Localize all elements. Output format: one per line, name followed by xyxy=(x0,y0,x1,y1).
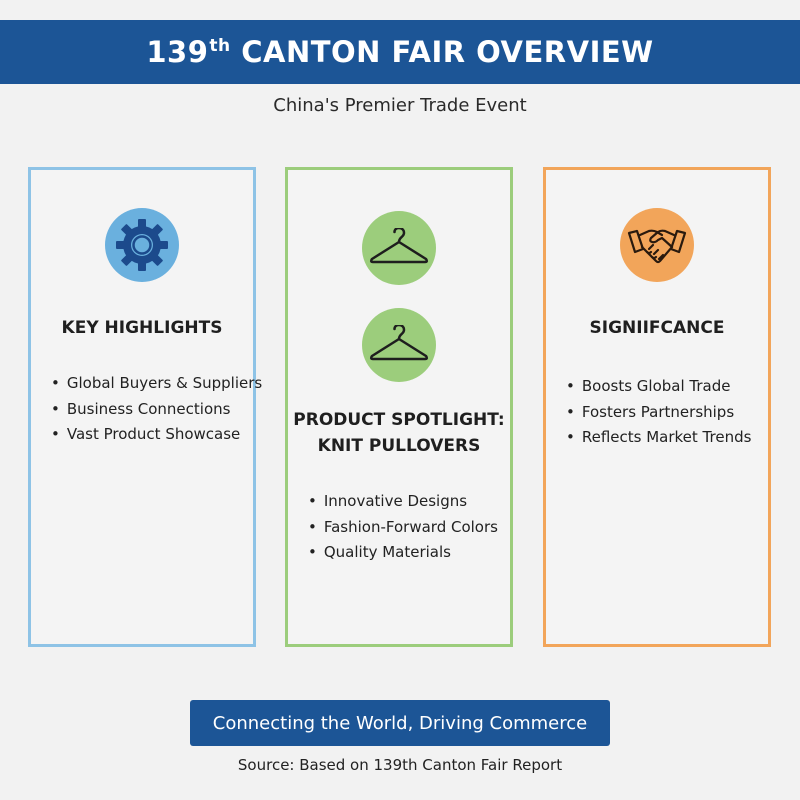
card-title: KEY HIGHLIGHTS xyxy=(61,318,223,338)
card-title: PRODUCT SPOTLIGHT: KNIT PULLOVERS xyxy=(293,410,505,456)
source-note: Source: Based on 139th Canton Fair Repor… xyxy=(237,756,563,774)
page-subtitle: China's Premier Trade Event xyxy=(273,95,527,116)
bullet-list: Boosts Global Trade Fosters Partnerships… xyxy=(566,374,752,451)
gear-icon xyxy=(105,208,179,282)
list-item: Business Connections xyxy=(51,397,262,423)
list-item: Fashion-Forward Colors xyxy=(308,515,498,541)
list-item: Quality Materials xyxy=(308,540,498,566)
product-spotlight-card: PRODUCT SPOTLIGHT: KNIT PULLOVERS Innova… xyxy=(285,167,513,647)
card-title: SIGNIIFCANCE xyxy=(589,318,725,338)
bullet-list: Innovative Designs Fashion-Forward Color… xyxy=(308,489,498,566)
clothes-hanger-icon xyxy=(362,211,436,285)
bullet-list: Global Buyers & Suppliers Business Conne… xyxy=(51,371,262,448)
key-highlights-card: KEY HIGHLIGHTS Global Buyers & Suppliers… xyxy=(28,167,262,647)
header-banner: 139th CANTON FAIR OVERVIEW xyxy=(0,20,800,84)
handshake-icon xyxy=(620,208,694,282)
tagline-text: Connecting the World, Driving Commerce xyxy=(212,712,588,734)
significance-card: SIGNIIFCANCE Boosts Global Trade Fosters… xyxy=(543,167,771,647)
tagline-banner: Connecting the World, Driving Commerce xyxy=(190,700,610,746)
list-item: Vast Product Showcase xyxy=(51,422,262,448)
list-item: Global Buyers & Suppliers xyxy=(51,371,262,397)
list-item: Fosters Partnerships xyxy=(566,400,751,426)
page-title: 139th CANTON FAIR OVERVIEW xyxy=(146,35,654,69)
clothes-hanger-icon xyxy=(362,308,436,382)
list-item: Reflects Market Trends xyxy=(566,425,752,451)
list-item: Boosts Global Trade xyxy=(566,374,751,400)
list-item: Innovative Designs xyxy=(308,489,498,515)
